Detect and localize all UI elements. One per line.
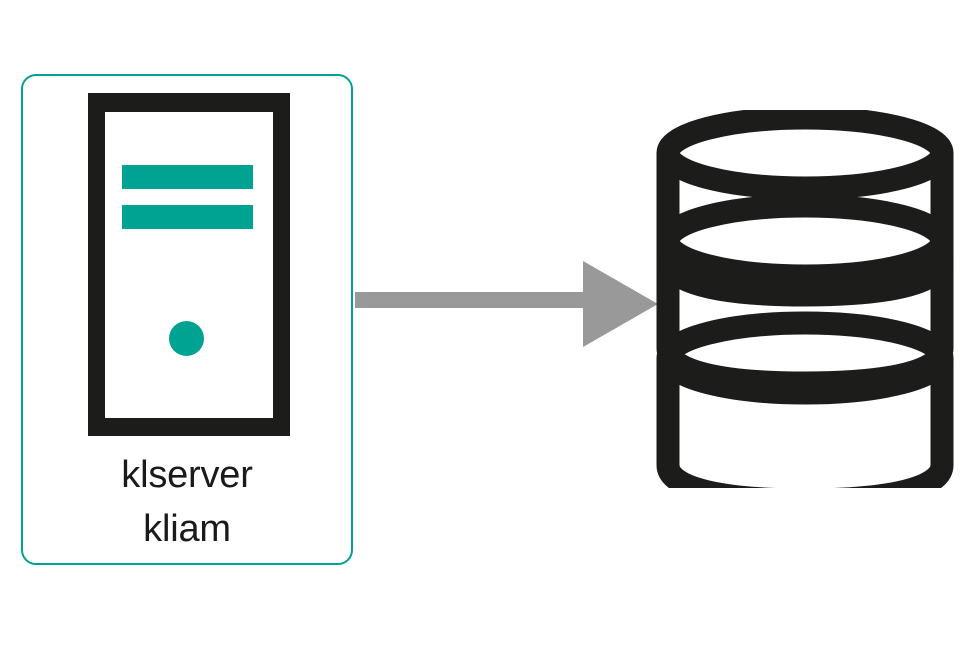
server-node-caption: klserver kliam: [21, 448, 353, 556]
server-tower-face: [105, 112, 273, 418]
server-tower-power-led: [169, 321, 204, 356]
arrow-right-icon: [355, 261, 658, 347]
server-tower-slot-bar-bottom: [122, 205, 253, 229]
server-tower-slot-bar-top: [122, 165, 253, 189]
server-caption-line-1: klserver: [121, 454, 253, 496]
database-cylinder-icon: [656, 110, 954, 488]
server-caption-line-2: kliam: [143, 508, 231, 550]
server-tower-icon: [88, 93, 290, 436]
